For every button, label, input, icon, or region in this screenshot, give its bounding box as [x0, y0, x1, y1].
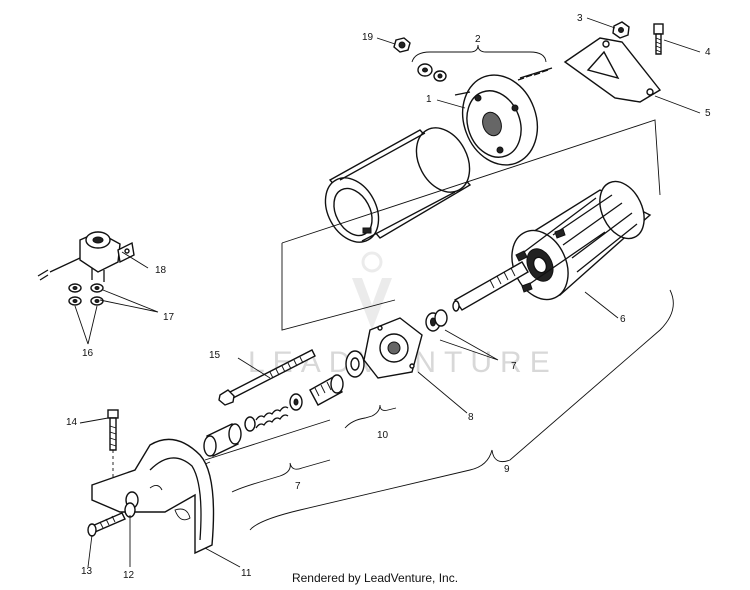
drive-washer — [345, 350, 365, 378]
through-bolt-15 — [218, 349, 316, 406]
callout-1: 1 — [426, 94, 432, 105]
motor-frame-housing — [324, 127, 472, 243]
callout-9: 9 — [504, 464, 510, 475]
leader-lines — [74, 17, 701, 568]
callout-17: 17 — [163, 312, 175, 323]
callout-19: 19 — [362, 32, 374, 43]
drive-assembly-10 — [244, 374, 344, 432]
frame-guide-lines — [281, 119, 661, 331]
end-cap-nuts — [417, 63, 447, 82]
callout-4: 4 — [705, 47, 711, 58]
callout-6: 6 — [620, 314, 626, 325]
callout-13: 13 — [81, 566, 93, 577]
armature-6 — [452, 180, 652, 312]
callout-12: 12 — [123, 570, 135, 581]
callout-8: 8 — [468, 412, 474, 423]
callout-3: 3 — [577, 13, 583, 24]
group-brackets — [231, 289, 674, 531]
nut-19 — [393, 37, 411, 53]
callout-5: 5 — [705, 108, 711, 119]
bolt-13 — [87, 512, 126, 537]
render-credit: Rendered by LeadVenture, Inc. — [291, 571, 459, 585]
callout-10: 10 — [377, 430, 389, 441]
callout-16: 16 — [82, 348, 94, 359]
drive-housing-bracket-11 — [91, 438, 215, 555]
solenoid-18 — [37, 231, 135, 282]
bolt-14 — [107, 409, 119, 480]
callout-11: 11 — [241, 568, 252, 579]
end-cap-bracket-line — [411, 44, 547, 63]
callout-14: 14 — [66, 417, 78, 428]
spacer-sleeve — [203, 423, 242, 457]
nut-3 — [612, 21, 630, 39]
solenoid-nuts-17 — [68, 283, 104, 293]
callout-labels: 1 2 3 4 5 6 7 7 8 9 10 11 12 13 14 15 16… — [66, 13, 711, 581]
watermark-logo — [352, 251, 392, 330]
bolt-4 — [653, 23, 664, 55]
callout-18: 18 — [155, 265, 167, 276]
callout-15: 15 — [209, 350, 221, 361]
callout-7a: 7 — [511, 361, 517, 372]
mounting-bracket-5 — [563, 37, 662, 103]
drive-end-plate-8 — [363, 317, 423, 379]
thrust-washers-7 — [425, 309, 448, 332]
end-cap-assembly — [454, 67, 553, 166]
callout-2: 2 — [475, 34, 481, 45]
solenoid-washers-16 — [68, 296, 104, 306]
washer-12 — [124, 502, 136, 518]
callout-7b: 7 — [295, 481, 301, 492]
